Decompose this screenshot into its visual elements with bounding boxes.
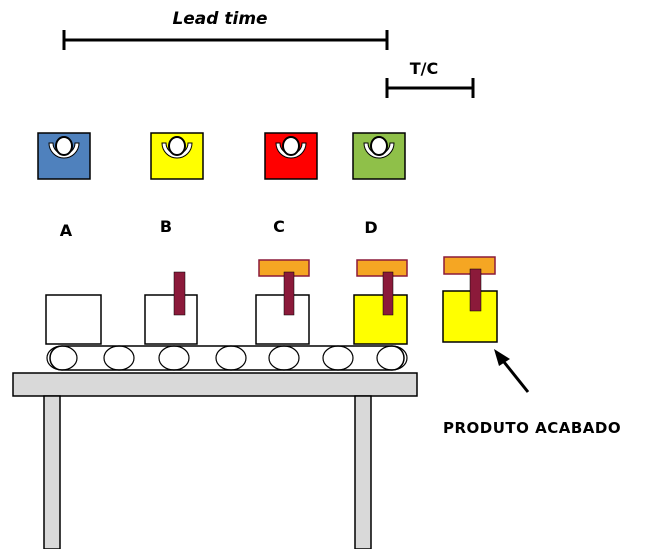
finished-product — [442, 256, 498, 343]
station-label-b: B — [160, 217, 172, 236]
station-label-c: C — [273, 217, 285, 236]
lead-time-label: Lead time — [172, 9, 267, 29]
table — [12, 372, 418, 549]
station-label-a: A — [60, 221, 73, 240]
operator-icon-a — [37, 132, 91, 180]
operator-icon-d — [352, 132, 406, 180]
product-b — [144, 271, 198, 345]
lead-time-bracket — [62, 30, 389, 50]
finished-product-arrow — [494, 349, 530, 393]
product-d — [353, 259, 408, 345]
operator-icon-b — [150, 132, 204, 180]
station-label-d: D — [364, 218, 377, 237]
product-a-box — [45, 294, 102, 345]
operator-icon-c — [264, 132, 318, 180]
finished-product-label: PRODUTO ACABADO — [443, 419, 621, 437]
cycle-time-label: T/C — [410, 59, 439, 78]
cycle-time-bracket — [385, 78, 475, 98]
product-c — [255, 259, 310, 345]
conveyor-belt — [46, 345, 408, 371]
